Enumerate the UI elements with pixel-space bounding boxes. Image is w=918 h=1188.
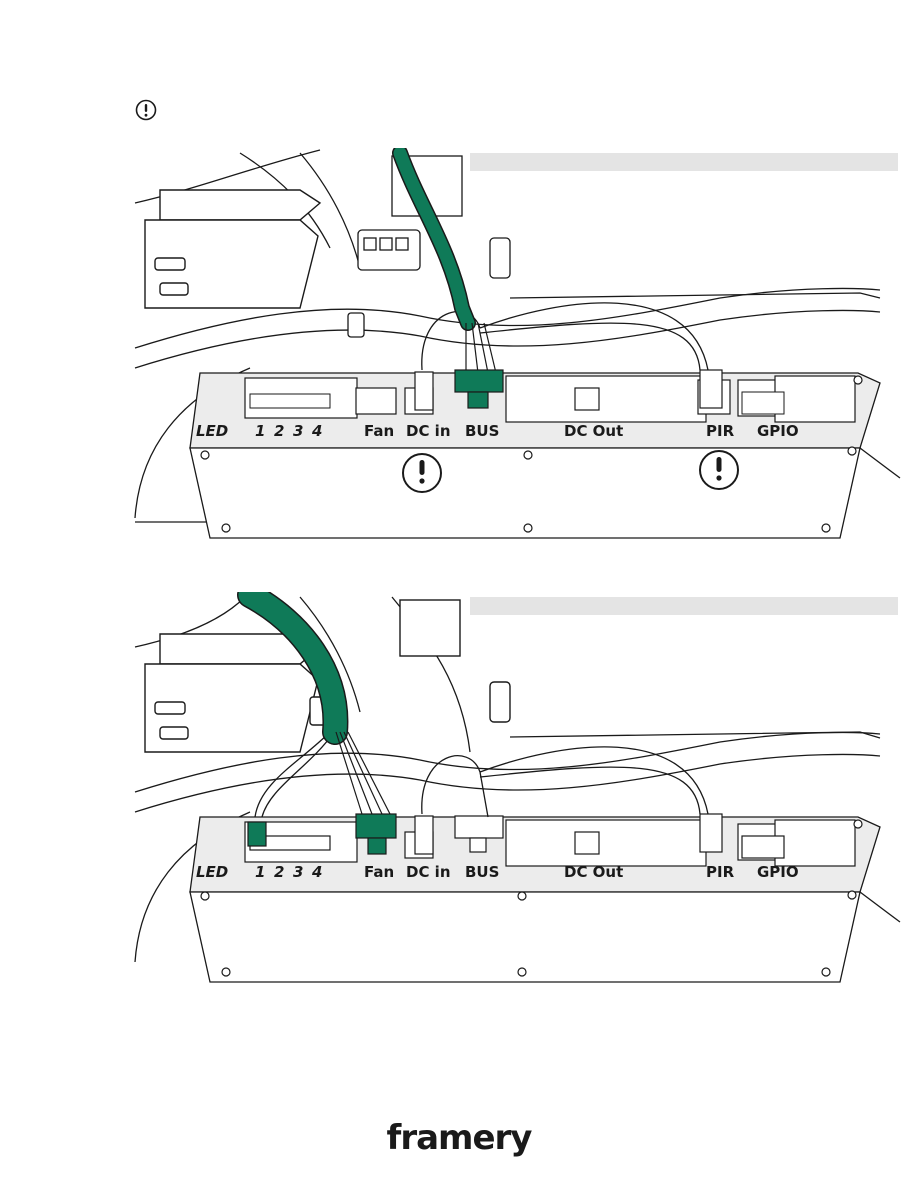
framery-logo: framery	[386, 1118, 533, 1158]
exclamation-circle-icon	[135, 99, 157, 121]
port-label-led: LED	[196, 422, 228, 440]
port-label-dc-in: DC in	[406, 863, 451, 881]
wiring-diagram-bus: LED 1 2 3 4 Fan DC in BUS DC Out PIR GPI…	[0, 148, 918, 548]
bus-connector-highlight	[454, 369, 504, 393]
port-label-led-2: 2	[274, 863, 284, 881]
port-label-led-4: 4	[311, 422, 322, 440]
port-label-fan: Fan	[364, 863, 394, 881]
port-label-led-1: 1	[255, 863, 265, 881]
port-label-bus: BUS	[465, 422, 499, 440]
port-label-led-3: 3	[293, 422, 303, 440]
port-label-bus: BUS	[465, 863, 499, 881]
warning-icon-pir	[699, 450, 739, 490]
led-1-connector-highlight	[247, 821, 267, 847]
port-label-led: LED	[196, 863, 228, 881]
port-label-led-3: 3	[293, 863, 303, 881]
port-label-pir: PIR	[706, 422, 735, 440]
port-label-led-1: 1	[255, 422, 265, 440]
port-label-dc-in: DC in	[406, 422, 451, 440]
wiring-diagram-led-fan: LED 1 2 3 4 Fan DC in BUS DC Out PIR GPI…	[0, 592, 918, 992]
warning-icon-bus	[402, 453, 442, 493]
port-label-gpio: GPIO	[757, 863, 799, 881]
port-label-dc-out: DC Out	[564, 863, 623, 881]
port-label-led-4: 4	[311, 863, 322, 881]
port-label-dc-out: DC Out	[564, 422, 623, 440]
port-label-fan: Fan	[364, 422, 394, 440]
port-label-gpio: GPIO	[757, 422, 799, 440]
port-label-led-2: 2	[274, 422, 284, 440]
port-label-pir: PIR	[706, 863, 735, 881]
fan-connector-highlight	[355, 813, 397, 839]
